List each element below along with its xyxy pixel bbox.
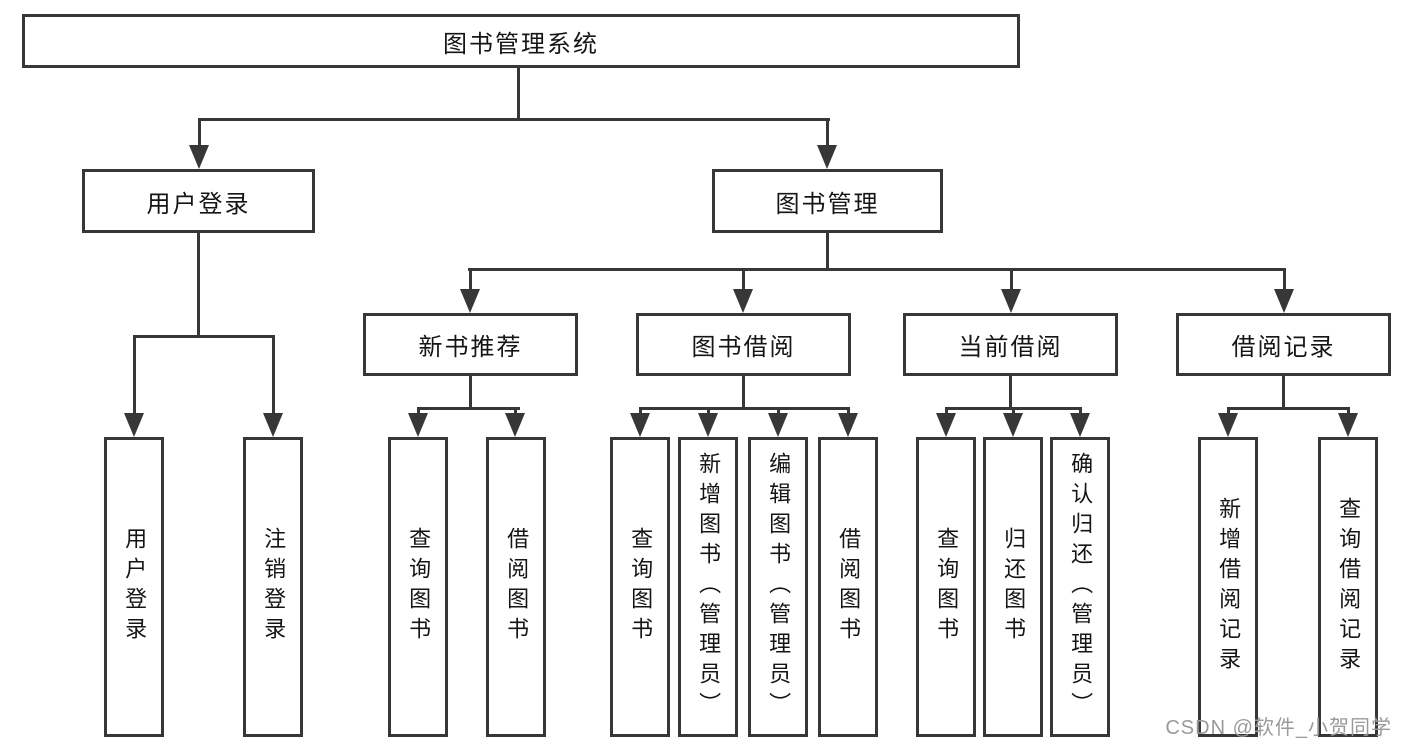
leaf-add-borrow-record: 新增借阅记录 — [1198, 437, 1258, 737]
leaf-add-books-admin: 新增图书（管理员） — [678, 437, 738, 737]
connector-new-book-rec-bar — [417, 407, 520, 410]
node-current-borrow: 当前借阅 — [903, 313, 1118, 376]
connector-drop — [514, 407, 517, 415]
connector-drop — [639, 407, 642, 415]
connector-drop — [1347, 407, 1350, 415]
arrow-down-icon — [505, 413, 525, 437]
arrow-down-icon — [1070, 413, 1090, 437]
connector-drop — [469, 268, 472, 290]
connector-book-borrow-bar — [639, 407, 850, 410]
node-user-login: 用户登录 — [82, 169, 315, 233]
connector-drop — [133, 335, 136, 415]
connector-drop — [945, 407, 948, 415]
csdn-watermark: CSDN @软件_小贺同学 — [1165, 717, 1392, 739]
leaf-edit-books-admin: 编辑图书（管理员） — [748, 437, 808, 737]
connector-drop-book-mgmt — [826, 118, 829, 146]
leaf-query-borrow-record: 查询借阅记录 — [1318, 437, 1378, 737]
connector-book-mgmt-stem — [826, 233, 829, 268]
arrow-down-icon — [1338, 413, 1358, 437]
connector-drop — [707, 407, 710, 415]
connector-user-login-bar — [133, 335, 275, 338]
arrow-down-icon — [768, 413, 788, 437]
arrow-down-icon — [124, 413, 144, 437]
connector-drop — [847, 407, 850, 415]
leaf-query-books-borrow: 查询图书 — [610, 437, 670, 737]
connector-drop — [1012, 407, 1015, 415]
node-book-borrow: 图书借阅 — [636, 313, 851, 376]
node-root: 图书管理系统 — [22, 14, 1020, 68]
arrow-down-icon — [838, 413, 858, 437]
leaf-query-books-current: 查询图书 — [916, 437, 976, 737]
connector-drop — [1079, 407, 1082, 415]
arrow-down-icon — [817, 145, 837, 169]
connector-user-login-stem — [197, 233, 200, 335]
connector-book-mgmt-bar — [468, 268, 1285, 271]
node-new-book-rec: 新书推荐 — [363, 313, 578, 376]
leaf-confirm-return-admin: 确认归还（管理员） — [1050, 437, 1110, 737]
arrow-down-icon — [733, 289, 753, 313]
leaf-query-books-rec: 查询图书 — [388, 437, 448, 737]
connector-drop — [1227, 407, 1230, 415]
connector-drop — [1010, 268, 1013, 290]
connector-drop — [1283, 268, 1286, 290]
arrow-down-icon — [1218, 413, 1238, 437]
connector-current-borrow-stem — [1009, 376, 1012, 407]
leaf-user-login: 用户登录 — [104, 437, 164, 737]
connector-drop — [272, 335, 275, 415]
connector-root-stem — [517, 68, 520, 118]
arrow-down-icon — [936, 413, 956, 437]
node-borrow-records: 借阅记录 — [1176, 313, 1391, 376]
arrow-down-icon — [1274, 289, 1294, 313]
arrow-down-icon — [189, 145, 209, 169]
arrow-down-icon — [698, 413, 718, 437]
connector-drop — [777, 407, 780, 415]
connector-borrow-records-bar — [1227, 407, 1350, 410]
arrow-down-icon — [408, 413, 428, 437]
connector-drop — [742, 268, 745, 290]
connector-drop — [417, 407, 420, 415]
arrow-down-icon — [1001, 289, 1021, 313]
leaf-borrow-books-rec: 借阅图书 — [486, 437, 546, 737]
connector-new-book-rec-stem — [469, 376, 472, 407]
leaf-borrow-books: 借阅图书 — [818, 437, 878, 737]
arrow-down-icon — [460, 289, 480, 313]
arrow-down-icon — [630, 413, 650, 437]
leaf-logout: 注销登录 — [243, 437, 303, 737]
leaf-return-books: 归还图书 — [983, 437, 1043, 737]
connector-borrow-records-stem — [1282, 376, 1285, 407]
connector-root-bar — [198, 118, 830, 121]
node-book-mgmt: 图书管理 — [712, 169, 943, 233]
connector-drop-user-login — [198, 118, 201, 146]
arrow-down-icon — [263, 413, 283, 437]
connector-book-borrow-stem — [742, 376, 745, 407]
arrow-down-icon — [1003, 413, 1023, 437]
